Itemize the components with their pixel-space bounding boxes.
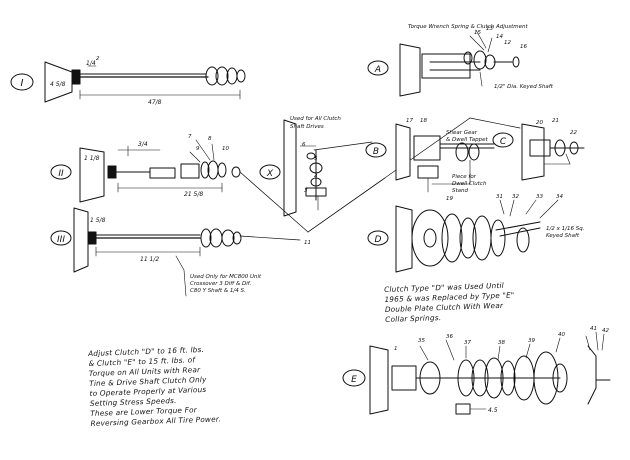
- view-b-gear-callout-2: & Dwell Tappet: [446, 137, 488, 143]
- part-number: 4: [314, 174, 318, 180]
- part-number: 13: [486, 26, 493, 32]
- part-number: 39: [528, 338, 535, 344]
- part-number-callouts: 15 13 14 12 16 17 18 19 20 21 22 31 32 3…: [96, 26, 609, 352]
- view-b-assembly: [365, 123, 495, 193]
- part-number: 31: [496, 194, 503, 200]
- part-number: 35: [418, 338, 425, 344]
- view-d-label-circle: [367, 230, 389, 246]
- part-number: 12: [504, 40, 511, 46]
- view-ii-label: II: [58, 169, 64, 179]
- view-i-dim-1: 1/4: [86, 60, 96, 67]
- view-e-label: E: [351, 375, 357, 385]
- view-d-key-callout-2: Keyed Shaft: [546, 233, 580, 239]
- part-number: 1: [394, 346, 398, 352]
- view-a-label-circle: [367, 60, 389, 76]
- view-d-label: D: [375, 235, 382, 245]
- part-number: 5: [314, 156, 318, 162]
- view-b-lower-callout-3: Stand: [452, 188, 468, 194]
- view-c-assembly: [492, 123, 585, 181]
- view-c-label: C: [500, 137, 507, 147]
- clutch-history-note: Clutch Type "D" was Used Until 1965 & wa…: [384, 280, 515, 325]
- view-d-key-callout-1: 1/2 x 1/16 Sq.: [546, 226, 585, 232]
- part-number: 36: [446, 334, 453, 340]
- view-a-assembly: [367, 29, 520, 97]
- view-b-label-circle: [365, 142, 387, 158]
- view-ii-dim-2: 3/4: [138, 141, 148, 148]
- view-b-lower-callout-2: Dwell Clutch: [452, 181, 487, 187]
- adjustment-note: Adjust Clutch "D" to 16 ft. lbs. & Clutc…: [88, 344, 221, 429]
- view-i-assembly: [10, 61, 246, 103]
- view-b-label: B: [373, 147, 379, 157]
- view-iii-dim-2: 11 1/2: [140, 256, 159, 263]
- part-number: 17: [406, 118, 413, 124]
- part-number: 33: [536, 194, 543, 200]
- part-number: 9: [196, 146, 200, 152]
- view-i-dim-2: 4 5/8: [50, 81, 66, 88]
- part-number: 7: [188, 134, 192, 140]
- part-number: 42: [602, 328, 609, 334]
- view-b-lower-callout-1: Piece for: [452, 174, 476, 180]
- part-number: 37: [464, 340, 471, 346]
- view-a-top-callout: Torque Wrench Spring & Clutch Adjustment: [408, 24, 528, 30]
- view-c-label-circle: [492, 132, 514, 148]
- view-e-dim: 4.5: [488, 407, 498, 414]
- view-labels: I II III X A B C D E: [21, 65, 507, 385]
- part-number: 14: [496, 34, 503, 40]
- view-x-label: X: [266, 169, 274, 179]
- part-number: 20: [536, 120, 543, 126]
- view-iii-label-circle: [50, 230, 72, 246]
- part-number: 41: [590, 326, 597, 332]
- view-ii-dim-3: 21 5/8: [184, 191, 203, 198]
- view-ii-dim-1: 1 1/8: [84, 155, 100, 162]
- part-number: 8: [208, 136, 212, 142]
- view-iii-label: III: [57, 235, 65, 245]
- part-number: 16: [520, 44, 527, 50]
- view-x-assembly: [259, 119, 327, 217]
- view-x-callout-2: Shaft Drives: [290, 124, 324, 130]
- view-e-assembly: [342, 331, 611, 415]
- view-i-label: I: [21, 78, 24, 89]
- view-iii-assembly: [50, 207, 242, 297]
- view-ii-label-circle: [50, 164, 72, 180]
- view-iii-callout-2: Crossover 3 Diff & Dif.: [190, 281, 252, 287]
- view-i-label-circle: [10, 73, 34, 91]
- part-number: 34: [556, 194, 563, 200]
- part-number: 18: [420, 118, 427, 124]
- part-number: 10: [222, 146, 229, 152]
- part-number: 32: [512, 194, 519, 200]
- part-number: 2: [96, 56, 100, 62]
- part-number: 21: [552, 118, 559, 124]
- dimension-labels: 1/4 4 5/8 47/8 1 1/8 3/4 21 5/8 1 5/8 11…: [50, 60, 498, 414]
- part-number: 19: [446, 196, 453, 202]
- view-a-label: A: [374, 65, 381, 75]
- view-x-callout-1: Used for All Clutch: [290, 116, 341, 122]
- part-number: 22: [570, 130, 577, 136]
- leader-lines: [239, 117, 521, 241]
- view-b-gear-callout-1: Shear Gear: [446, 130, 478, 136]
- part-number: 6: [302, 142, 306, 148]
- part-number: 3: [304, 188, 308, 194]
- view-d-assembly: [367, 199, 559, 273]
- view-ii-assembly: [50, 139, 241, 203]
- view-x-label-circle: [259, 164, 281, 180]
- view-a-shaft-callout: 1/2" Dia. Keyed Shaft: [494, 84, 553, 90]
- part-number: 40: [558, 332, 565, 338]
- view-i-dim-3: 47/8: [148, 99, 162, 106]
- part-number: 15: [474, 30, 481, 36]
- view-iii-callout-1: Used Only for MC800 Unit: [190, 274, 262, 280]
- view-iii-callout-3: C80 Y Shaft & 1/4 S.: [190, 288, 246, 294]
- view-iii-dim-1: 1 5/8: [90, 217, 106, 224]
- part-number: 11: [304, 240, 311, 246]
- view-e-label-circle: [342, 369, 366, 387]
- part-number: 38: [498, 340, 505, 346]
